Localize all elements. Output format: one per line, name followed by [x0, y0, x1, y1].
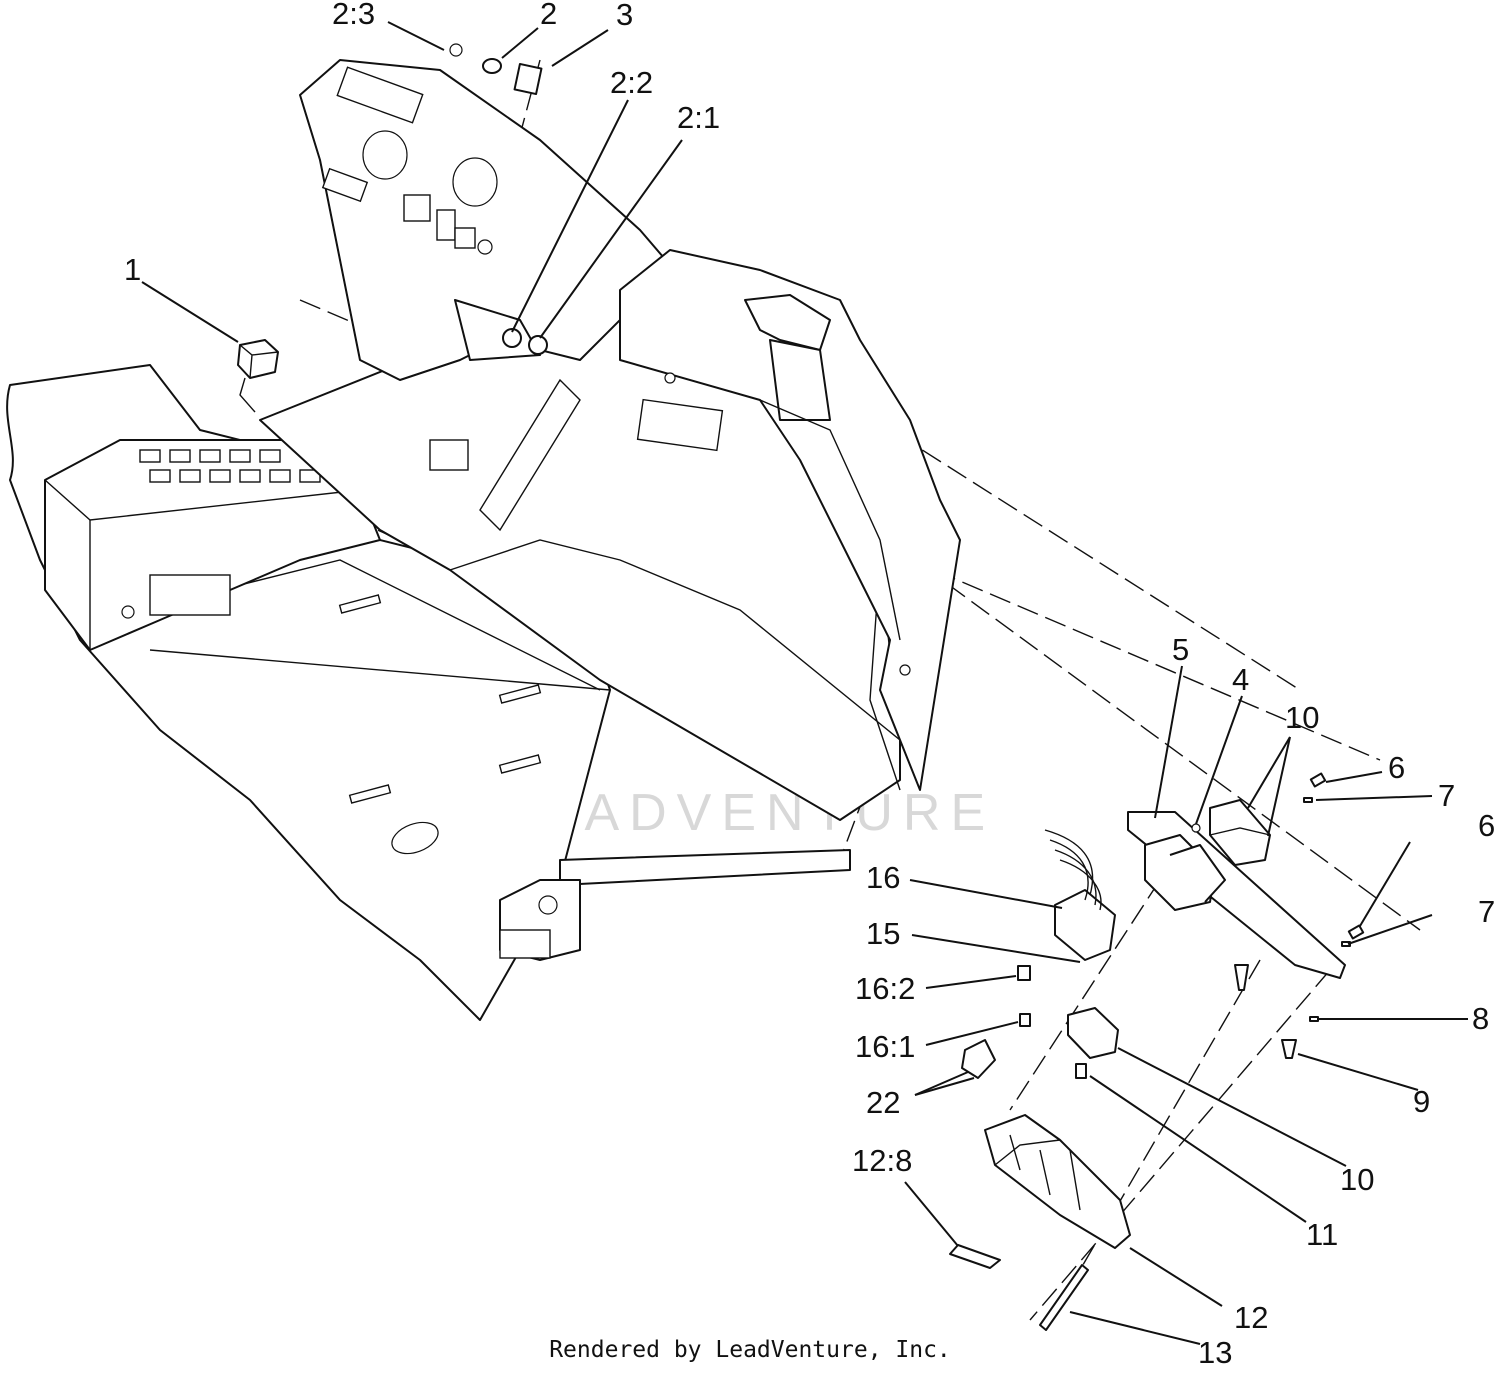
callout-8: 8: [1472, 1001, 1489, 1036]
callout-12-8: 12:8: [852, 1143, 912, 1178]
screw-11: [1075, 1063, 1087, 1079]
grommet-2-2: [502, 328, 522, 348]
callout-12: 12: [1234, 1300, 1268, 1335]
front-rail: [559, 849, 851, 886]
callout-16-2: 16:2: [855, 971, 915, 1006]
callout-22: 22: [866, 1085, 900, 1120]
callout-2-2: 2:2: [610, 65, 653, 100]
leader-lines: [141, 21, 1468, 1345]
relay-cover-12: [949, 1114, 1131, 1331]
render-credit: Rendered by LeadVenture, Inc.: [549, 1337, 951, 1363]
callout-6-upper: 6: [1388, 750, 1405, 785]
callout-2: 2: [540, 0, 557, 31]
plate-3: [513, 62, 543, 96]
callout-16-1: 16:1: [855, 1029, 915, 1064]
steering-housing: [619, 249, 961, 791]
callout-3: 3: [616, 0, 633, 32]
rocker-switch-1: [237, 339, 279, 413]
callout-10-lower: 10: [1340, 1162, 1374, 1197]
callout-1: 1: [124, 252, 141, 287]
callout-16: 16: [866, 860, 900, 895]
callout-6-lower: 6: [1478, 808, 1495, 843]
callout-labels: 2:3 2 3 2:2 2:1 1 5 4 10 6 7 6 7 16 15 1…: [124, 0, 1495, 1370]
nut-2-1: [528, 335, 548, 355]
callout-5: 5: [1172, 632, 1189, 667]
callout-7-upper: 7: [1438, 778, 1455, 813]
callout-11: 11: [1306, 1217, 1338, 1252]
callout-10-upper: 10: [1285, 700, 1319, 735]
tray-grid: [139, 449, 321, 483]
callout-4: 4: [1232, 662, 1249, 697]
callout-13: 13: [1198, 1335, 1232, 1370]
callout-15: 15: [866, 916, 900, 951]
harness-connector-16: [961, 829, 1116, 1079]
fastener-stack-right: [1234, 772, 1365, 1059]
battery-tray: [44, 439, 381, 651]
knob-2: [449, 43, 502, 74]
console-panel: [299, 59, 961, 791]
callout-7-lower: 7: [1478, 894, 1495, 929]
callout-2-3: 2:3: [332, 0, 375, 31]
relay-plate-5: [1127, 799, 1346, 979]
callout-9: 9: [1413, 1084, 1430, 1119]
callout-2-1: 2:1: [677, 100, 720, 135]
relay-10-lower: [1067, 1007, 1119, 1059]
